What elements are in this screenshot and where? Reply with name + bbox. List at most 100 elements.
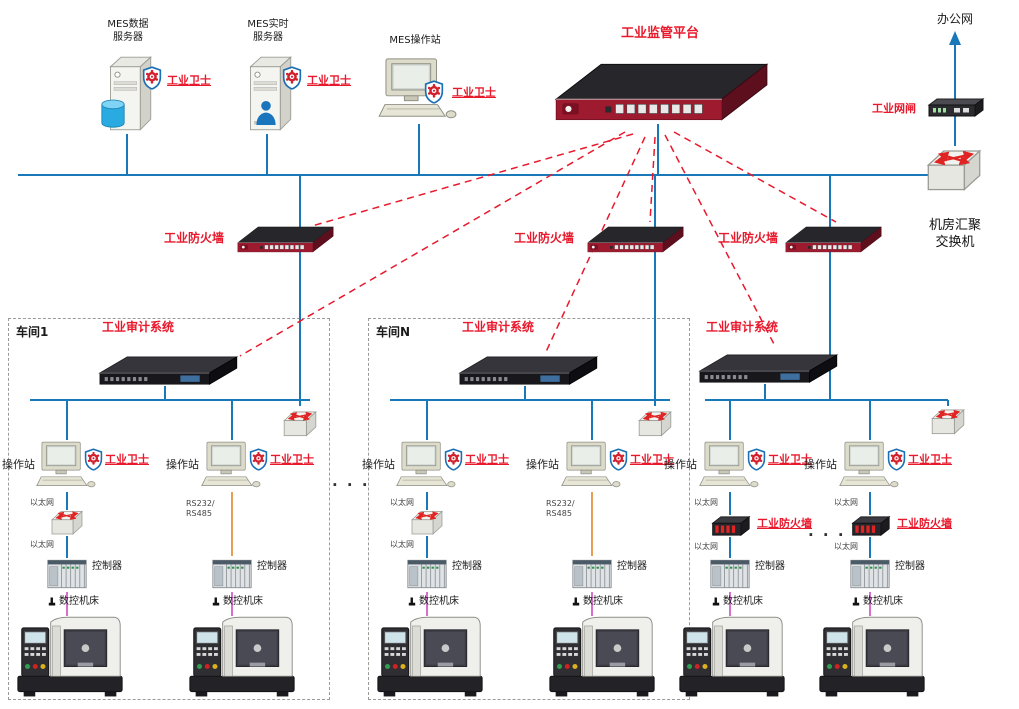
- serial-link-label: RS232/ RS485: [546, 499, 575, 519]
- guard-label: 工业卫士: [307, 74, 351, 87]
- ethernet-label: 以太网: [30, 540, 54, 549]
- database-icon: [98, 98, 128, 130]
- cnc-machine-label: 数控机床: [212, 595, 263, 608]
- cnc-machine-label: 数控机床: [408, 595, 459, 608]
- ethernet-label: 以太网: [834, 498, 858, 507]
- guard-shield-icon: [609, 448, 628, 471]
- aggregation-switch-icon: [923, 142, 985, 196]
- guard-shield-icon: [747, 448, 766, 471]
- audit-appliance-icon: [95, 352, 240, 386]
- mini-firewall-icon: [849, 513, 891, 539]
- controller-label: 控制器: [617, 561, 647, 572]
- machine-glyph-icon: [408, 596, 416, 607]
- ethernet-label: 以太网: [694, 542, 718, 551]
- platform-appliance-icon: [548, 58, 773, 124]
- controller-label: 控制器: [257, 561, 287, 572]
- ellipsis: · · ·: [808, 526, 846, 544]
- cnc-machine-label: 数控机床: [572, 595, 623, 608]
- workshop-n-box: [368, 318, 690, 700]
- guard-shield-icon: [444, 448, 463, 471]
- cnc-machine-icon: [186, 606, 298, 700]
- guard-shield-icon: [424, 80, 444, 104]
- audit-system-label: 工业审计系统: [706, 320, 779, 334]
- ellipsis: · · ·: [332, 476, 370, 494]
- cnc-machine-label: 数控机床: [852, 595, 903, 608]
- guard-label: 工业卫士: [270, 453, 314, 466]
- guard-label: 工业卫士: [630, 453, 674, 466]
- guard-label: 工业卫士: [452, 86, 496, 99]
- ethernet-label: 以太网: [694, 498, 718, 507]
- workshop-1-name: 车间1: [16, 325, 49, 339]
- cnc-machine-label: 数控机床: [712, 595, 763, 608]
- guard-label: 工业卫士: [105, 453, 149, 466]
- gateway-label: 工业网闸: [872, 102, 916, 115]
- mes-realtime-server-label: MES实时 服务器: [247, 19, 289, 43]
- machine-glyph-icon: [712, 596, 720, 607]
- workshop-n-name: 车间N: [376, 325, 411, 339]
- operator-station-label: 操作站: [664, 458, 697, 471]
- serial-links: [231, 492, 593, 556]
- cnc-machine-icon: [374, 606, 486, 700]
- cnc-machine-icon: [816, 606, 928, 700]
- firewall-appliance-icon: [782, 224, 884, 254]
- machine-links: [66, 592, 871, 616]
- ethernet-label: 以太网: [390, 498, 414, 507]
- ethernet-label: 以太网: [30, 498, 54, 507]
- machine-glyph-icon: [48, 596, 56, 607]
- switch-icon: [929, 404, 967, 438]
- gateway-icon: [925, 96, 985, 120]
- plc-controller-icon: [46, 556, 88, 592]
- plc-controller-icon: [709, 556, 751, 592]
- blue-network-lines: [18, 42, 960, 558]
- cnc-machine-icon: [546, 606, 658, 700]
- guard-shield-icon: [249, 448, 268, 471]
- guard-label: 工业卫士: [908, 453, 952, 466]
- switch-icon: [49, 506, 85, 538]
- firewall-label: 工业防火墙: [514, 231, 575, 245]
- audit-appliance-icon: [695, 350, 840, 384]
- firewall-label: 工业防火墙: [718, 231, 779, 245]
- guard-label: 工业卫士: [465, 453, 509, 466]
- machine-glyph-icon: [212, 596, 220, 607]
- workshop-1-box: [8, 318, 330, 700]
- operator-station-label: 操作站: [2, 458, 35, 471]
- aggregation-switch-label: 机房汇聚 交换机: [928, 218, 981, 250]
- audit-system-label: 工业审计系统: [462, 320, 535, 334]
- platform-label: 工业监管平台: [620, 26, 699, 41]
- operator-station-label: 操作站: [166, 458, 199, 471]
- mes-data-server-label: MES数据 服务器: [107, 19, 149, 43]
- firewall-label: 工业防火墙: [897, 517, 952, 530]
- controller-label: 控制器: [755, 561, 785, 572]
- cnc-machine-icon: [676, 606, 788, 700]
- audit-appliance-icon: [455, 352, 600, 386]
- controller-label: 控制器: [92, 561, 122, 572]
- operator-station-label: 操作站: [804, 458, 837, 471]
- switch-icon: [281, 406, 319, 440]
- controller-label: 控制器: [452, 561, 482, 572]
- switch-icon: [636, 406, 674, 440]
- office-network-label: 办公网: [936, 12, 973, 26]
- mes-operator-station-label: MES操作站: [389, 35, 441, 46]
- plc-controller-icon: [849, 556, 891, 592]
- guard-shield-icon: [142, 66, 162, 90]
- controller-label: 控制器: [895, 561, 925, 572]
- machine-glyph-icon: [572, 596, 580, 607]
- person-icon: [254, 99, 278, 127]
- cnc-machine-label: 数控机床: [48, 595, 99, 608]
- operator-station-label: 操作站: [526, 458, 559, 471]
- monitoring-links-dashed: [239, 131, 837, 357]
- operator-station-label: 操作站: [362, 458, 395, 471]
- mini-firewall-icon: [709, 513, 751, 539]
- serial-link-label: RS232/ RS485: [186, 499, 215, 519]
- guard-shield-icon: [887, 448, 906, 471]
- plc-controller-icon: [406, 556, 448, 592]
- guard-shield-icon: [84, 448, 103, 471]
- cnc-machine-icon: [14, 606, 126, 700]
- firewall-appliance-icon: [584, 224, 686, 254]
- ethernet-label: 以太网: [834, 542, 858, 551]
- firewall-appliance-icon: [234, 224, 336, 254]
- ethernet-label: 以太网: [390, 540, 414, 549]
- mes-operator-station-icon: [378, 54, 460, 124]
